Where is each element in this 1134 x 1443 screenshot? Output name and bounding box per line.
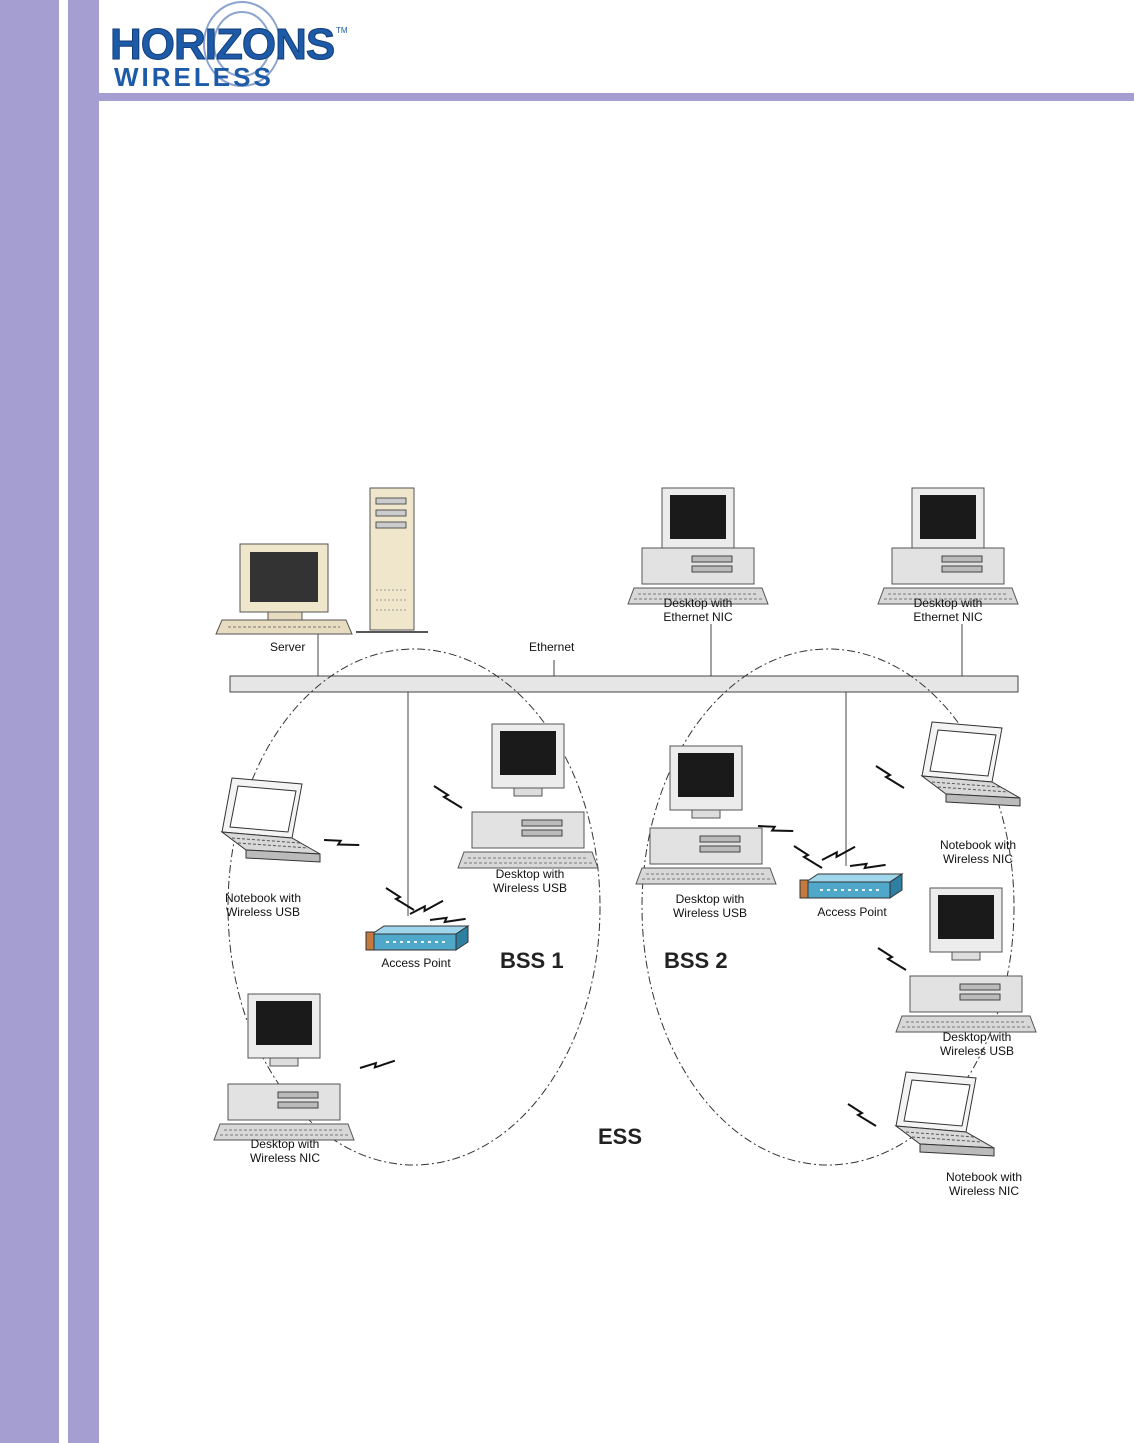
left-frame-bar-inner: [68, 0, 99, 1443]
label-access-point-1: Access Point: [381, 956, 451, 970]
label-desktop-usb-bss1-line2: Wireless USB: [493, 881, 567, 895]
desktop-ethernet-1-icon: [627, 487, 769, 605]
ethernet-backbone: [229, 675, 1019, 693]
server-icon: [215, 543, 353, 635]
notebook-nic-1-icon: [921, 721, 1021, 807]
label-desktop-nic-bss1-line1: Desktop with: [251, 1137, 320, 1151]
label-bss2: BSS 2: [664, 948, 728, 973]
label-desktop-ethernet-2-line2: Ethernet NIC: [913, 610, 983, 624]
notebook-usb-icon: [221, 777, 321, 863]
bss2-boundary: [641, 648, 1015, 1166]
left-frame-bar: [0, 0, 59, 1443]
access-point-1-icon: [365, 925, 469, 951]
label-desktop-nic-bss1-line2: Wireless NIC: [250, 1151, 320, 1165]
label-notebook-nic-2-line1: Notebook with: [946, 1170, 1022, 1184]
label-notebook-nic-2-line2: Wireless NIC: [949, 1184, 1019, 1198]
logo-line-2: WIRELESS: [114, 62, 274, 92]
label-notebook-nic-1-line2: Wireless NIC: [943, 852, 1013, 866]
logo-signal-arcs: [203, 1, 281, 87]
label-desktop-usb-bss2-right-line1: Desktop with: [943, 1030, 1012, 1044]
label-desktop-ethernet-2-line1: Desktop with: [914, 596, 983, 610]
label-notebook-usb-line1: Notebook with: [225, 891, 301, 905]
label-notebook-usb-line2: Wireless USB: [226, 905, 300, 919]
label-access-point-2: Access Point: [817, 905, 887, 919]
header-rule: [99, 93, 1134, 101]
label-ess: ESS: [598, 1124, 642, 1149]
desktop-nic-bss1-icon: [213, 993, 355, 1141]
bss1-boundary: [227, 648, 601, 1166]
desktop-usb-bss2-right-icon: [895, 887, 1037, 1033]
server-tower-icon: [356, 487, 428, 633]
logo-trademark: TM: [336, 26, 348, 35]
access-point-2-icon: [799, 873, 903, 899]
label-desktop-ethernet-1-line1: Desktop with: [664, 596, 733, 610]
label-desktop-usb-bss2-right-line2: Wireless USB: [940, 1044, 1014, 1058]
notebook-nic-2-icon: [895, 1071, 995, 1157]
label-desktop-usb-bss2-line1: Desktop with: [676, 892, 745, 906]
desktop-usb-bss1-icon: [457, 723, 599, 869]
label-bss1: BSS 1: [500, 948, 564, 973]
label-desktop-usb-bss2-line2: Wireless USB: [673, 906, 747, 920]
desktop-usb-bss2-icon: [635, 745, 777, 885]
desktop-ethernet-2-icon: [877, 487, 1019, 605]
label-server: Server: [270, 640, 305, 654]
logo-line-1: HORIZONS: [109, 20, 335, 70]
label-notebook-nic-1-line1: Notebook with: [940, 838, 1016, 852]
horizons-wireless-logo: HORIZONS TM WIRELESS: [109, 0, 350, 92]
label-ethernet: Ethernet: [529, 640, 575, 654]
label-desktop-usb-bss1-line1: Desktop with: [496, 867, 565, 881]
label-desktop-ethernet-1-line2: Ethernet NIC: [663, 610, 733, 624]
